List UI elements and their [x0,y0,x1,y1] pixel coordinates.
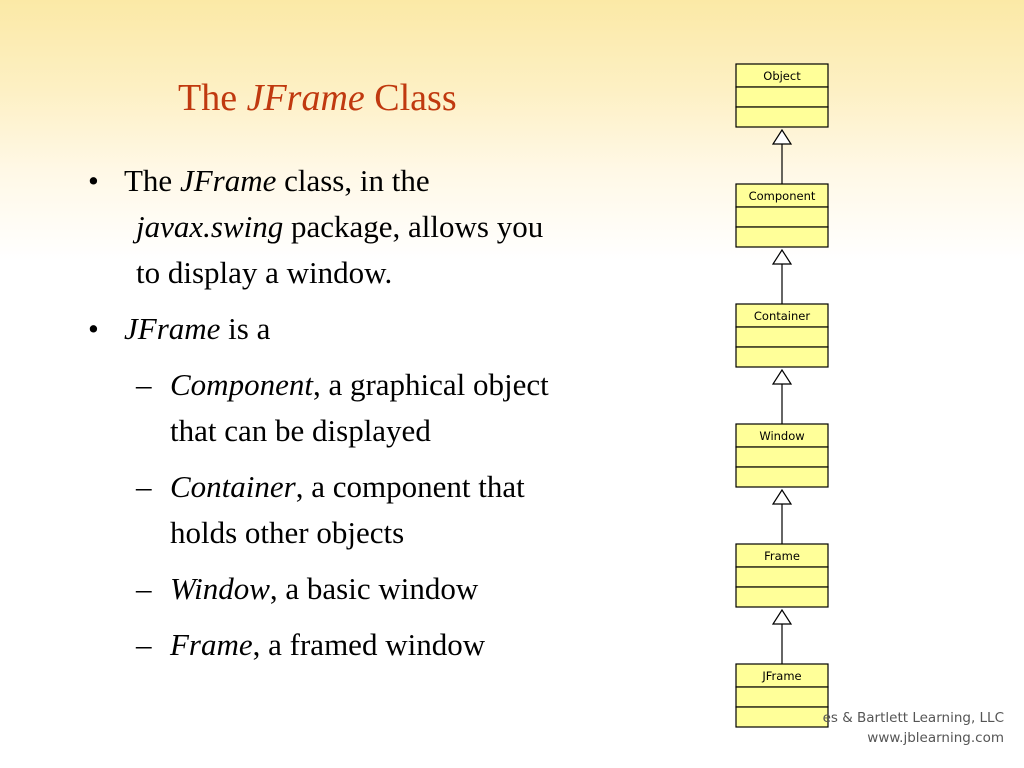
publisher-website: www.jblearning.com [867,730,1004,746]
bullet-symbol: • [88,311,99,346]
sub-bullet-line: Component, a graphical object [170,362,668,408]
uml-class-label: Window [759,429,804,443]
dash-symbol: – [136,469,152,504]
uml-class-container: Container [735,303,829,368]
uml-methods-box [735,586,829,608]
bullet-symbol: • [88,163,99,198]
uml-inheritance-diagram: ObjectComponentContainerWindowFrameJFram… [735,63,829,728]
uml-methods-box [735,346,829,368]
sub-bullet-line: Window, a basic window [170,566,668,612]
title-suffix: Class [364,77,457,119]
uml-methods-box [735,466,829,488]
text-run: The [124,163,180,198]
uml-class-component: Component [735,183,829,248]
uml-class-label: Component [749,189,816,203]
bullet-item-jframe-is-a: • JFrame is a [88,306,668,352]
text-run: is a [220,311,271,346]
bullet-line: The JFrame class, in the [124,158,668,204]
uml-attributes-box [735,566,829,588]
text-run: to display a window. [136,255,393,290]
publisher-credit: es & Bartlett Learning, LLC www.jblearni… [823,708,1004,748]
text-run-italic: Container [170,469,296,504]
dash-symbol: – [136,627,152,662]
uml-attributes-box [735,446,829,468]
inheritance-arrow-icon [771,368,793,385]
bullet-line: to display a window. [124,250,668,296]
dash-symbol: – [136,571,152,606]
uml-class-label: Object [763,69,801,83]
sub-bullet-component: – Component, a graphical object that can… [88,362,668,454]
sub-bullet-frame: – Frame, a framed window [88,622,668,668]
text-run-italic: JFrame [124,311,221,346]
text-run-italic: Frame [170,627,253,662]
dash-symbol: – [136,367,152,402]
bullet-item-jframe-class: • The JFrame class, in the javax.swing p… [88,158,668,296]
uml-methods-box [735,706,829,728]
title-emphasis: JFrame [246,77,365,119]
text-run: package, allows you [283,209,544,244]
sub-bullet-line: that can be displayed [170,413,431,448]
text-run: class, in the [276,163,430,198]
inheritance-arrow-icon [771,248,793,265]
uml-attributes-box [735,686,829,708]
sub-bullet-window: – Window, a basic window [88,566,668,612]
uml-attributes-box [735,326,829,348]
inheritance-arrow-icon [771,128,793,145]
sub-bullet-line: holds other objects [170,515,405,550]
uml-class-object: Object [735,63,829,128]
sub-bullet-line: Frame, a framed window [170,622,668,668]
bullet-line: javax.swing package, allows you [124,204,668,250]
uml-class-frame: Frame [735,543,829,608]
uml-class-window: Window [735,423,829,488]
bullet-line: JFrame is a [124,306,668,352]
uml-attributes-box [735,206,829,228]
uml-methods-box [735,226,829,248]
uml-attributes-box [735,86,829,108]
inheritance-arrow-icon [771,488,793,505]
text-run: , a graphical object [312,367,549,402]
sub-bullet-line: Container, a component that [170,464,668,510]
bullet-list: • The JFrame class, in the javax.swing p… [88,158,668,678]
text-run: , a basic window [269,571,479,606]
title-prefix: The [178,77,247,119]
text-run: , a framed window [252,627,486,662]
text-run-italic: Component [170,367,313,402]
uml-class-label: JFrame [761,669,801,683]
uml-methods-box [735,106,829,128]
uml-class-label: Frame [764,549,800,563]
text-run: , a component that [295,469,525,504]
sub-bullet-container: – Container, a component that holds othe… [88,464,668,556]
text-run-italic: javax.swing [136,209,284,244]
text-run-italic: JFrame [179,163,277,198]
slide-title: The JFrame Class [178,76,457,122]
publisher-name: es & Bartlett Learning, LLC [822,710,1004,726]
inheritance-arrow-icon [771,608,793,625]
text-run-italic: Window [170,571,270,606]
uml-class-label: Container [754,309,810,323]
uml-class-jframe: JFrame [735,663,829,728]
